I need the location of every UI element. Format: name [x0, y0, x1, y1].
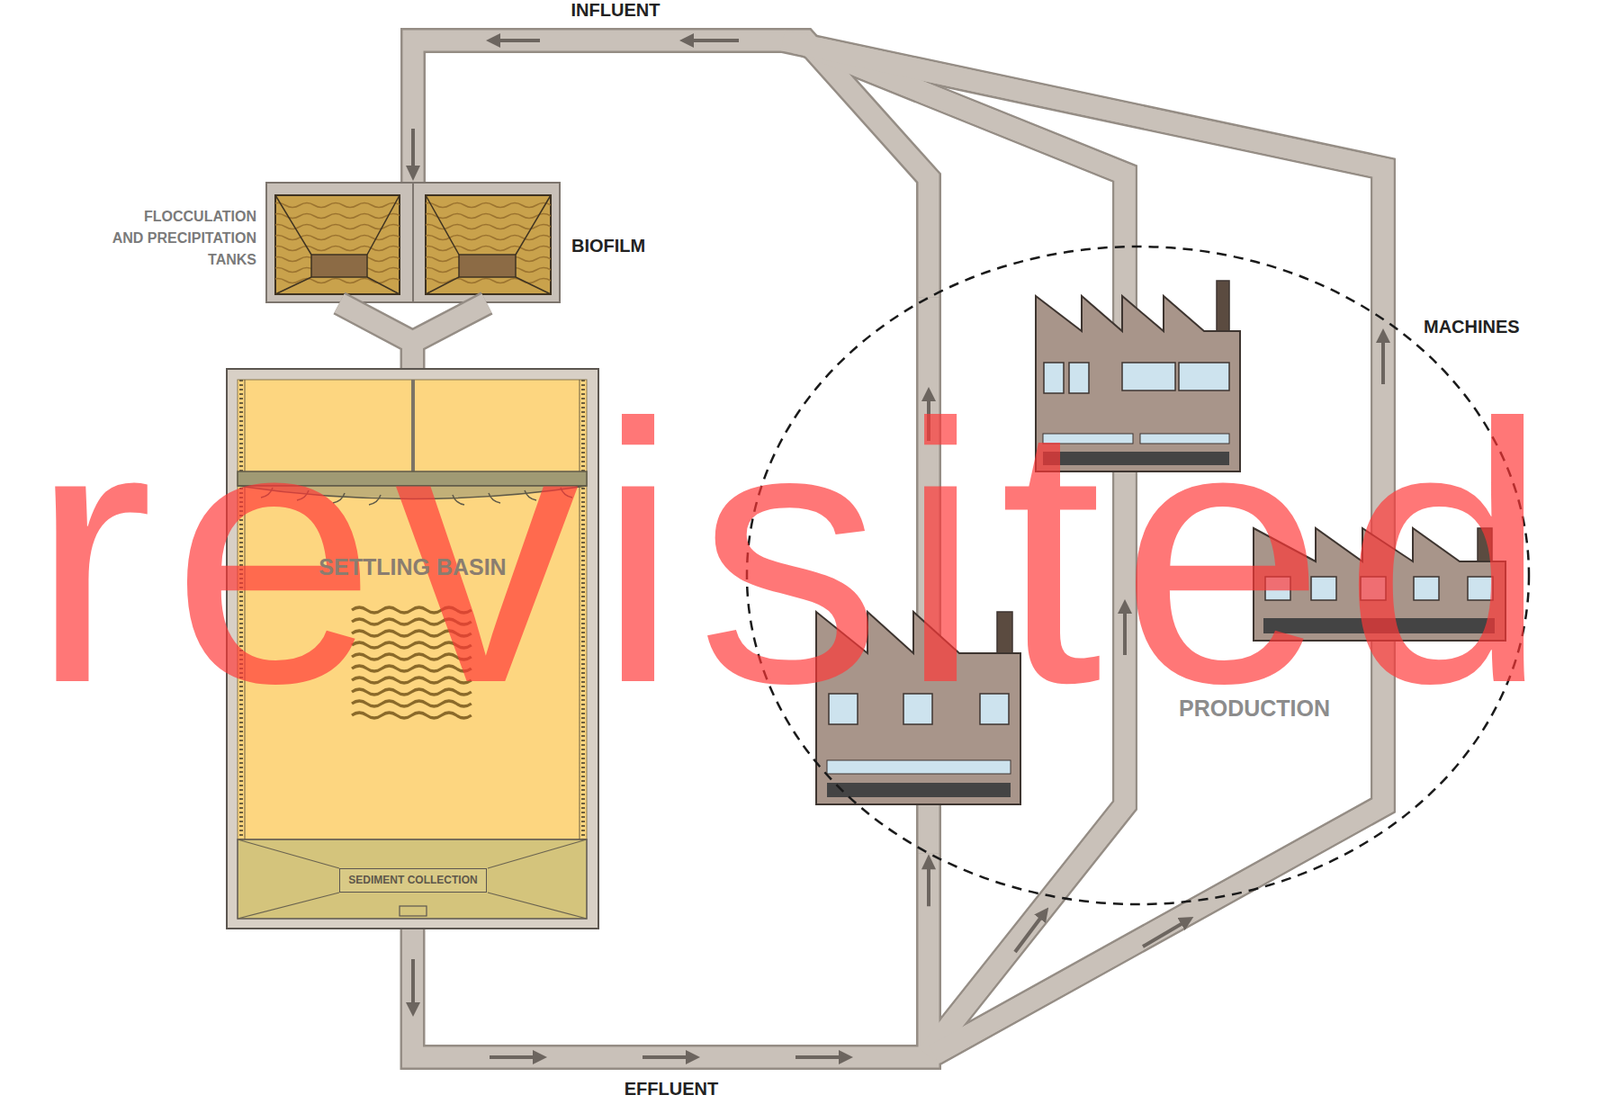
tank-sump	[311, 254, 368, 278]
area-label-holder: PRODUCTION	[1137, 694, 1372, 722]
pipe-outline	[413, 40, 929, 298]
tank-waves	[425, 203, 551, 284]
pipe-fill	[413, 40, 929, 298]
tank-heading: FLOCCULATION AND PRECIPITATION TANKS	[109, 206, 257, 271]
tank-heading-holder: FLOCCULATION AND PRECIPITATION TANKS	[109, 206, 257, 271]
flow-arrow	[795, 1055, 843, 1060]
callout-label: MACHINES	[1423, 315, 1520, 338]
pipe-label: INFLUENT	[552, 0, 679, 20]
tank-side-label-holder: BIOFILM	[571, 233, 646, 258]
wave-line	[275, 246, 400, 252]
pipe-connector	[339, 303, 487, 369]
arrowhead	[405, 165, 421, 181]
pipe-connector	[413, 853, 937, 1058]
callout-label-holder: MACHINES	[1423, 315, 1520, 338]
funnel-lines	[275, 195, 400, 295]
flow-arrow	[690, 38, 739, 43]
wave-line	[425, 246, 551, 252]
window-band	[826, 760, 1011, 774]
pipe-label-holder: INFLUENT	[552, 0, 679, 20]
drain-outlet	[399, 906, 427, 917]
tank-sump	[458, 254, 516, 278]
funnel-lines	[425, 195, 551, 295]
pipe-fill	[413, 853, 930, 1058]
wave-line	[275, 278, 400, 284]
sediment-hopper	[237, 839, 587, 919]
flow-arrow	[496, 38, 540, 43]
wave-line	[275, 214, 400, 219]
tank-waves	[275, 203, 400, 284]
tank-group: FLOCCULATION AND PRECIPITATION TANKSBIOF…	[265, 181, 561, 304]
basin-title-holder: SETTLING BASIN	[225, 553, 600, 581]
basin-title: SETTLING BASIN	[225, 553, 600, 581]
chimney	[1216, 280, 1230, 332]
sediment-label: SEDIMENT COLLECTION	[347, 872, 479, 888]
tank-divider	[412, 182, 414, 303]
wave-line	[425, 203, 551, 208]
dashed-ellipse	[746, 246, 1529, 905]
sediment-box: SEDIMENT COLLECTION	[339, 868, 487, 893]
area-label: PRODUCTION	[1137, 694, 1372, 722]
watermark-holder: revisited	[30, 368, 1567, 738]
pipe-connector	[405, 40, 929, 298]
hopper-lines	[237, 839, 587, 919]
wave-line	[425, 235, 551, 241]
pipe-fill	[339, 303, 487, 369]
flow-arrow	[411, 959, 415, 1007]
arrow-shaft	[926, 864, 931, 907]
wave-line	[275, 235, 400, 241]
watermark: revisited	[30, 368, 1567, 738]
pipe-outline	[339, 303, 487, 369]
pipe-label: EFFLUENT	[608, 1078, 735, 1099]
tank	[275, 195, 400, 295]
flow-arrow	[1015, 916, 1043, 953]
wave-line	[275, 203, 400, 208]
door-band	[826, 782, 1011, 798]
tank-housing	[266, 182, 560, 303]
pipe-label-holder: EFFLUENT	[608, 1078, 735, 1099]
arrow-shaft	[411, 128, 415, 171]
wave-line	[425, 278, 551, 284]
tank-illustration	[266, 182, 560, 303]
pipe-outline	[413, 853, 930, 1058]
wave-line	[425, 214, 551, 219]
tank-side-label: BIOFILM	[571, 233, 646, 258]
flow-arrow	[489, 1055, 537, 1060]
flow-arrow	[642, 1055, 690, 1060]
flow-arrow	[1142, 922, 1185, 947]
